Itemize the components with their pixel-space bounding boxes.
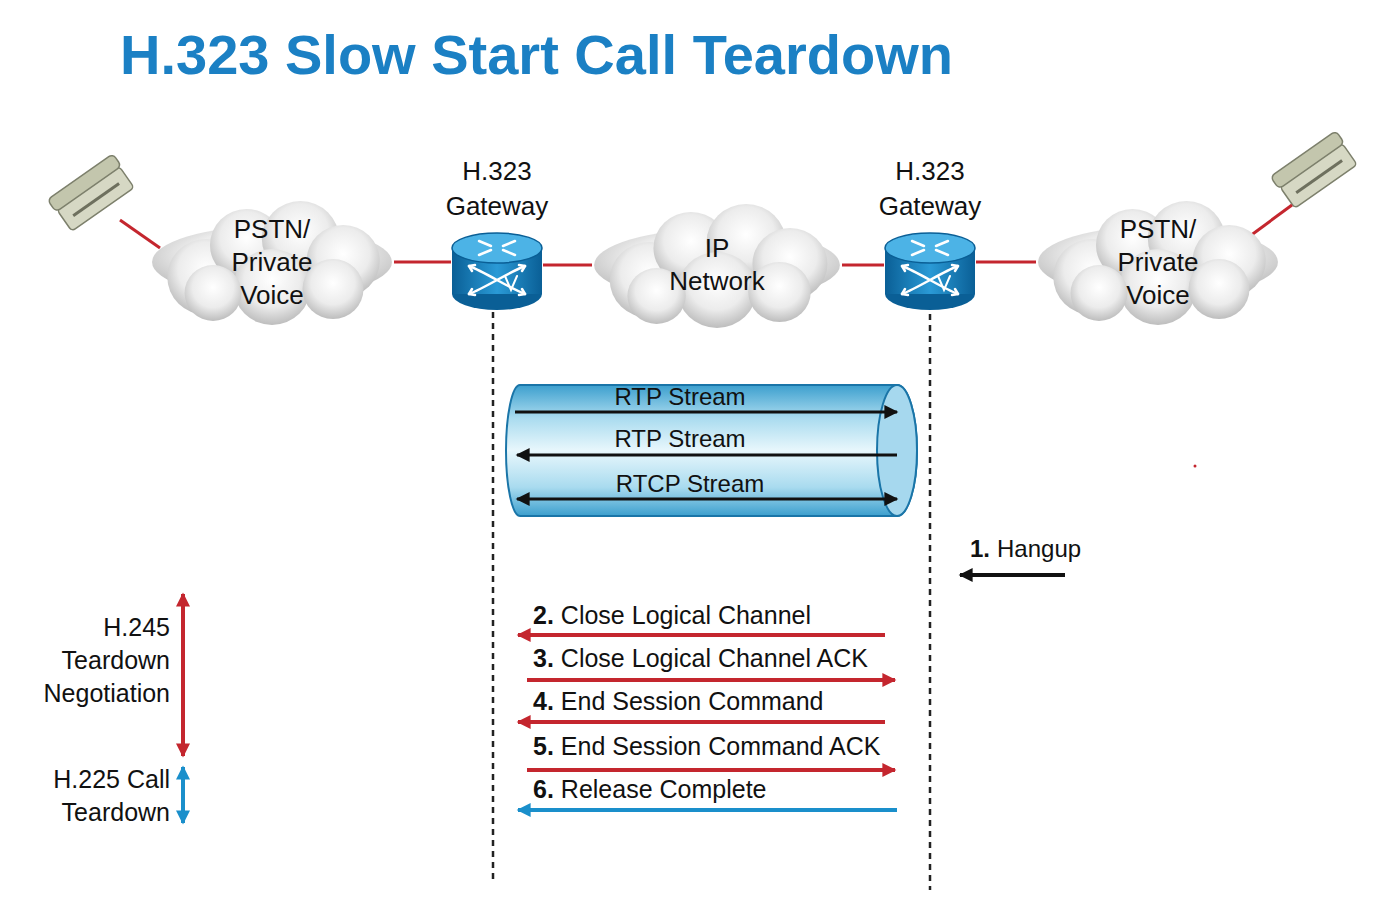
network-link [842,264,884,267]
network-link [394,261,451,264]
network-link [543,264,592,267]
message-arrow [527,768,895,772]
message-arrow [518,720,885,724]
step-number: 1. [970,533,990,565]
stray-dot [1194,465,1197,468]
message-label: End Session Command [561,685,824,717]
gateway-router: H.323 Gateway [451,232,543,312]
cloud-shape [592,200,842,330]
stream-label: RTCP Stream [616,471,765,497]
phone-wire [120,220,160,248]
stream-arrow [517,498,897,501]
gateway-router: H.323 Gateway [884,232,976,312]
message-arrow [518,633,885,637]
network-cloud: PSTN/ Private Voice [1036,197,1280,327]
step-number: 4. [533,685,554,717]
stream-arrow [515,411,897,414]
router-icon [451,232,543,312]
step-label: Hangup [997,533,1081,565]
cloud-label: IP Network [657,232,777,298]
router-icon [884,232,976,312]
message-arrow [527,678,895,682]
gateway-heading: H.323 Gateway [422,154,572,224]
cloud-label: PSTN/ Private Voice [212,213,332,312]
range-bracket [181,767,185,823]
step-number: 2. [533,599,554,631]
lifeline [929,314,932,890]
phase-label: H.245 Teardown Negotiation [8,611,170,710]
message-label: Close Logical Channel [561,599,811,631]
media-tube: RTP StreamRTP StreamRTCP Stream [505,383,918,518]
lifeline [492,312,495,880]
hangup-arrow [960,573,1065,577]
phase-label: H.225 Call Teardown [18,763,170,829]
message-label: Close Logical Channel ACK [561,642,868,674]
message-label: Release Complete [561,773,767,805]
network-cloud: IP Network [592,200,842,330]
cloud-label: PSTN/ Private Voice [1098,213,1218,312]
network-cloud: PSTN/ Private Voice [150,197,394,327]
stream-label: RTP Stream [614,384,745,410]
stream-arrow [517,454,897,457]
message-label: End Session Command ACK [561,730,881,762]
step-number: 5. [533,730,554,762]
range-bracket [181,594,185,756]
stream-label: RTP Stream [614,426,745,452]
diagram-title: H.323 Slow Start Call Teardown [120,22,953,87]
phone-wire [1250,205,1292,236]
message-arrow [518,808,897,812]
step-number: 6. [533,773,554,805]
network-link [976,261,1036,264]
gateway-heading: H.323 Gateway [855,154,1005,224]
step-number: 3. [533,642,554,674]
telephone-icon [1270,131,1358,210]
